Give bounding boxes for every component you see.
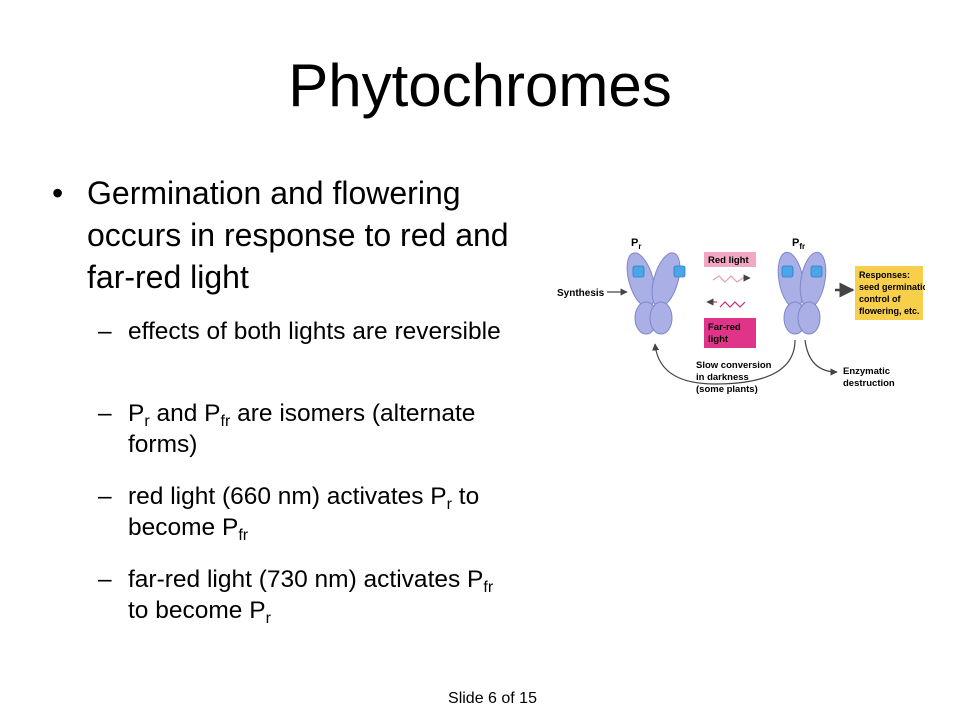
far-red-wave-icon — [719, 301, 746, 308]
chromophore-icon — [673, 265, 686, 278]
chromophore-icon — [810, 265, 823, 278]
enzymatic-line-2: destruction — [843, 378, 895, 389]
bullet-marker: • — [52, 175, 64, 211]
subbullet-4-text: far-red light (730 nm) activates Pfr to … — [128, 566, 494, 627]
dash-marker: – — [98, 483, 112, 510]
subbullet-1-text: effects of both lights are reversible — [128, 318, 501, 345]
responses-line-3: control of — [859, 294, 901, 304]
red-wave-icon — [712, 275, 744, 283]
slide-number: Slide 6 of 15 — [448, 690, 537, 707]
slow-line-1: Slow conversion — [696, 360, 772, 371]
dash-marker: – — [98, 400, 112, 427]
red-light-box — [704, 252, 756, 267]
responses-line-4: flowering, etc. — [859, 306, 920, 316]
dash-marker: – — [98, 566, 112, 593]
synthesis-label: Synthesis — [557, 288, 605, 299]
enzymatic-line-1: Enzymatic — [843, 366, 890, 377]
dash-marker: – — [98, 318, 112, 345]
subbullet-3-text: red light (660 nm) activates Pr to becom… — [128, 483, 480, 544]
main-bullet-text: Germination and flowering occurs in resp… — [87, 175, 509, 295]
chromophore-icon — [632, 265, 645, 278]
responses-line-1: Responses: — [859, 270, 910, 280]
far-red-label-2: light — [708, 334, 729, 345]
responses-box — [855, 266, 923, 320]
slow-conversion-arrow — [652, 339, 796, 385]
pr-label: Pr — [631, 237, 641, 251]
pr-molecule — [626, 252, 686, 335]
subbullet-2-text: Pr and Pfr are isomers (alternate forms) — [128, 400, 476, 458]
enzymatic-arrow — [804, 339, 838, 376]
pfr-label: Pfr — [792, 237, 805, 251]
slow-line-3: (some plants) — [696, 384, 758, 395]
pfr-molecule — [777, 251, 827, 335]
chromophore-icon — [781, 265, 794, 278]
slide-title: Phytochromes — [288, 52, 672, 119]
phytochrome-diagram: Pr Pfr Synthesis Red light Far-red light… — [557, 237, 925, 395]
slow-line-2: in darkness — [696, 372, 749, 383]
far-red-box — [704, 318, 756, 348]
far-red-label-1: Far-red — [708, 322, 741, 333]
responses-line-2: seed germination, — [859, 282, 925, 292]
red-light-label: Red light — [708, 255, 749, 266]
